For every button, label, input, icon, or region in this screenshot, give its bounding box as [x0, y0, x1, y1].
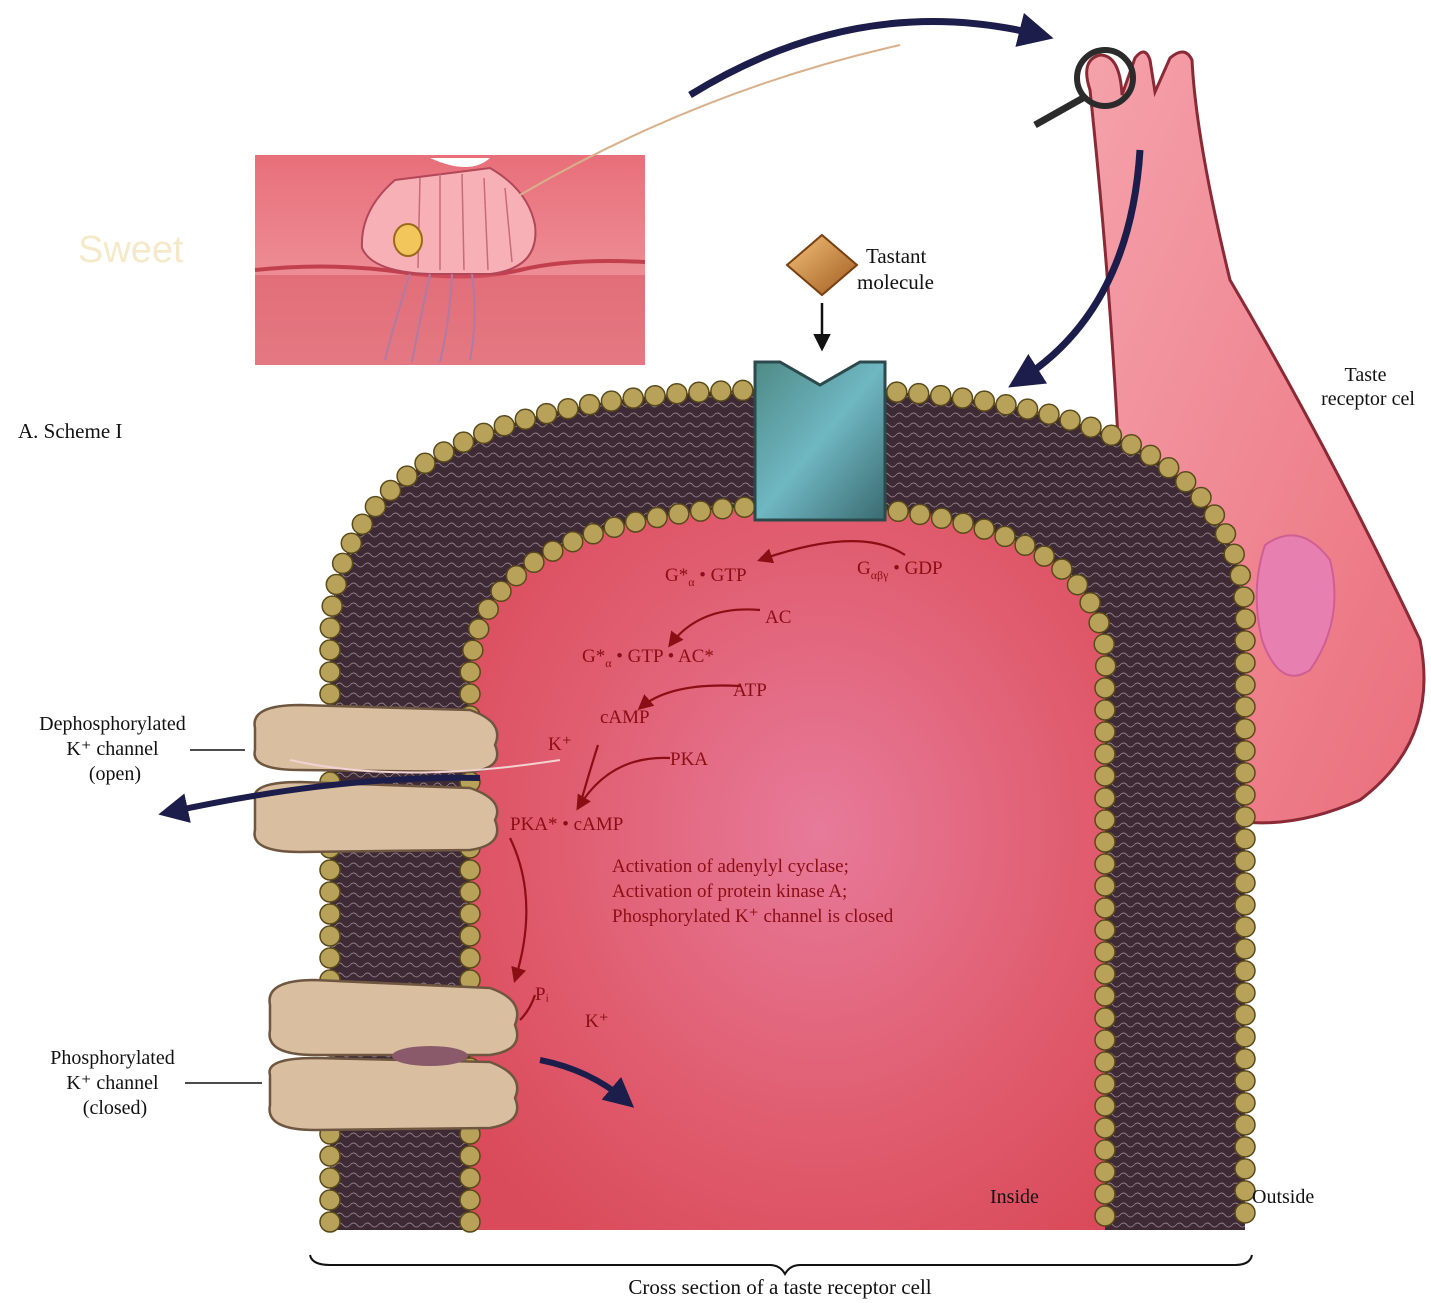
dephosphorylated-channel-callout: Dephosphorylated K⁺ channel (open)	[39, 713, 245, 785]
pka-camp-label: PKA* • cAMP	[510, 814, 623, 835]
zoom-arrow-top	[690, 22, 1040, 96]
adenylyl-cyclase: AC	[765, 607, 791, 628]
scheme-label: A. Scheme I	[18, 419, 122, 443]
g-protein-gdp: Gαβγ • GDP	[857, 558, 943, 582]
camp-label: cAMP	[600, 707, 650, 728]
phosphorylated-channel-label: Phosphorylated K⁺ channel (closed)	[50, 1047, 179, 1119]
taste-cell-label: Taste receptor cel	[1321, 364, 1415, 410]
activation-notes: Activation of adenylyl cyclase; Activati…	[612, 856, 894, 927]
k-ion-label-2: K⁺	[585, 1011, 609, 1032]
pka-label: PKA	[670, 749, 708, 770]
tastant-label: Tastant molecule	[857, 244, 934, 294]
g-alpha-gtp-ac: G*α • GTP • AC*	[582, 646, 714, 670]
gpcr-receptor	[755, 362, 885, 520]
phosphate-label: Pᵢ	[535, 984, 549, 1005]
cross-section-caption: Cross section of a taste receptor cell	[628, 1275, 931, 1299]
sweet-overlay-label: Sweet	[78, 229, 184, 271]
k-ion-label: K⁺	[548, 734, 572, 755]
g-alpha-gtp: G*α • GTP	[665, 565, 747, 589]
phosphorylated-channel-callout: Phosphorylated K⁺ channel (closed)	[50, 1047, 262, 1119]
tastant-molecule: Tastant molecule	[787, 235, 934, 348]
taste-bud-inset: Sweet	[78, 155, 645, 365]
inside-label: Inside	[990, 1186, 1039, 1208]
dephosphorylated-channel-label: Dephosphorylated K⁺ channel (open)	[39, 713, 191, 785]
outside-label: Outside	[1252, 1186, 1314, 1208]
atp-label: ATP	[733, 680, 767, 701]
cross-section-brace	[310, 1255, 1252, 1274]
